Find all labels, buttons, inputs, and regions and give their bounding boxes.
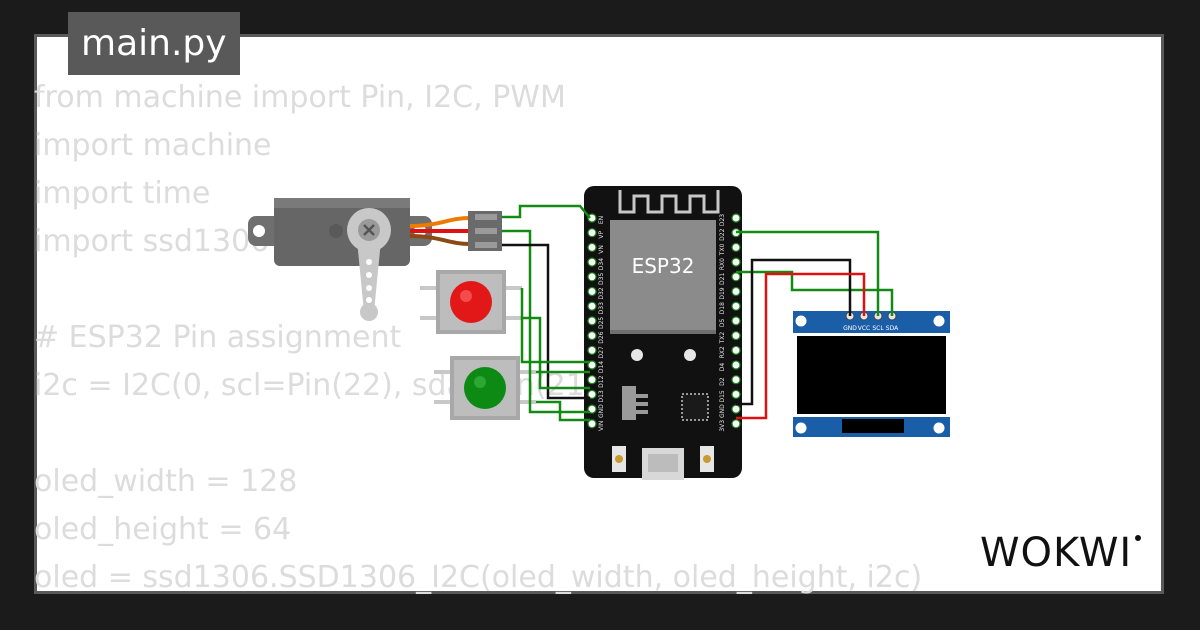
esp32-pin-label: D4	[719, 363, 726, 372]
code-line: from machine import Pin, I2C, PWM	[34, 80, 566, 115]
esp32-pin-d21[interactable]	[731, 272, 741, 282]
code-background: from machine import Pin, I2C, PWM import…	[34, 74, 1034, 602]
esp32-pin-label: D13	[598, 390, 605, 402]
esp32-pin-d19[interactable]	[731, 286, 741, 297]
esp32-pin-label: D35	[598, 272, 605, 284]
esp32-pin-label: VIN	[598, 421, 605, 431]
oled-pin-label-scl: SCL	[872, 325, 884, 332]
esp32-pin-label: D2	[719, 377, 726, 386]
oled-pin-label-vcc: VCC	[858, 325, 870, 332]
wire-red-button-2	[522, 316, 590, 390]
esp32-pin-label: D5	[719, 318, 726, 327]
file-tab-main-py[interactable]: main.py	[68, 12, 240, 75]
esp32-pin-rx2[interactable]	[731, 345, 741, 355]
servo-cable	[409, 211, 502, 251]
esp32-pin-tx0[interactable]	[731, 242, 741, 252]
code-line: oled_height = 64	[34, 512, 292, 547]
code-line: oled_width = 128	[34, 464, 298, 499]
esp32-pin-d27[interactable]	[587, 345, 597, 355]
esp32-pin-d32[interactable]	[587, 286, 597, 297]
esp32-pin-d5[interactable]	[731, 316, 741, 326]
wire-oled-sda	[736, 270, 894, 316]
esp32-pin-gnd[interactable]	[731, 404, 741, 414]
esp32-pin-label: D27	[598, 346, 605, 358]
wire-oled-vcc	[736, 272, 866, 420]
esp32-pin-d35[interactable]	[587, 272, 597, 282]
esp32-pin-label: D33	[598, 302, 605, 314]
esp32-pin-label: EN	[598, 216, 605, 224]
red-pushbutton[interactable]	[420, 270, 522, 334]
wokwi-logo-text: WOKWI	[980, 530, 1132, 576]
esp32-pin-d23[interactable]	[731, 213, 741, 223]
code-line: import time	[34, 176, 211, 211]
esp32-pin-d12[interactable]	[587, 375, 597, 385]
wires	[502, 204, 894, 422]
esp32-pin-d13[interactable]	[587, 389, 597, 399]
esp32-pin-label: RX2	[719, 346, 726, 358]
esp32-pin-label: D34	[598, 258, 605, 270]
esp32-pin-3v3[interactable]	[731, 419, 741, 429]
wire-red-button-1	[520, 288, 590, 364]
esp32-pin-d15[interactable]	[731, 389, 741, 399]
esp32-pin-label: D25	[598, 317, 605, 329]
oled-display[interactable]	[793, 311, 950, 437]
esp32-pin-d4[interactable]	[731, 360, 741, 370]
code-line: # ESP32 Pin assignment	[34, 320, 402, 355]
esp32-pin-d26[interactable]	[587, 331, 597, 341]
esp32-pin-vn[interactable]	[587, 242, 597, 252]
esp32-pin-label: GND	[719, 404, 726, 418]
code-line: import machine	[34, 128, 272, 163]
esp32-pin-label: D18	[719, 302, 726, 314]
esp32-pin-label: D21	[719, 272, 726, 284]
esp32-pin-label: D14	[598, 361, 605, 373]
esp32-pin-d33[interactable]	[587, 301, 597, 311]
wokwi-logo[interactable]: WOKWI	[978, 528, 1153, 578]
esp32-pin-vp[interactable]	[587, 228, 597, 238]
wire-green-button-2	[536, 400, 590, 422]
wire-oled-scl	[736, 230, 880, 316]
esp32-pin-rx0[interactable]	[731, 257, 741, 267]
wire-servo-signal	[502, 204, 591, 219]
esp32-pin-label: D19	[719, 287, 726, 299]
esp32-pin-d34[interactable]	[587, 257, 597, 267]
esp32-pin-label: D23	[719, 214, 726, 226]
code-line: oled = ssd1306.SSD1306_I2C(oled_width, o…	[34, 560, 923, 595]
esp32-pin-label: GND	[598, 404, 605, 418]
esp32-pin-label: VP	[598, 230, 605, 238]
esp32-pin-label: D22	[719, 228, 726, 240]
esp32-chip-label: ESP32	[632, 254, 695, 278]
esp32-pin-vin[interactable]	[587, 419, 597, 429]
esp32-pin-d2[interactable]	[731, 375, 741, 385]
esp32-pin-d25[interactable]	[587, 316, 597, 326]
wire-oled-gnd	[736, 258, 852, 406]
esp32-pin-tx2[interactable]	[731, 331, 741, 341]
esp32-pin-label: D32	[598, 287, 605, 299]
esp32-pin-d18[interactable]	[731, 301, 741, 311]
esp32-pin-label: D26	[598, 331, 605, 343]
oled-pin-label-sda: SDA	[886, 325, 899, 332]
esp32-pin-label: D12	[598, 375, 605, 387]
esp32-pin-label: VN	[598, 245, 605, 254]
esp32-pin-en[interactable]	[587, 213, 597, 223]
esp32-pin-label: TX0	[719, 243, 726, 256]
esp32-pin-label: D15	[719, 390, 726, 402]
esp32-pin-label: 3V3	[719, 420, 726, 432]
esp32-pin-label: TX2	[719, 332, 726, 345]
servo-motor[interactable]	[248, 198, 432, 321]
green-pushbutton[interactable]	[434, 356, 536, 420]
wire-servo-gnd	[502, 243, 590, 400]
esp32-pin-label: RX0	[719, 258, 726, 270]
oled-pin-label-gnd: GND	[843, 325, 857, 332]
